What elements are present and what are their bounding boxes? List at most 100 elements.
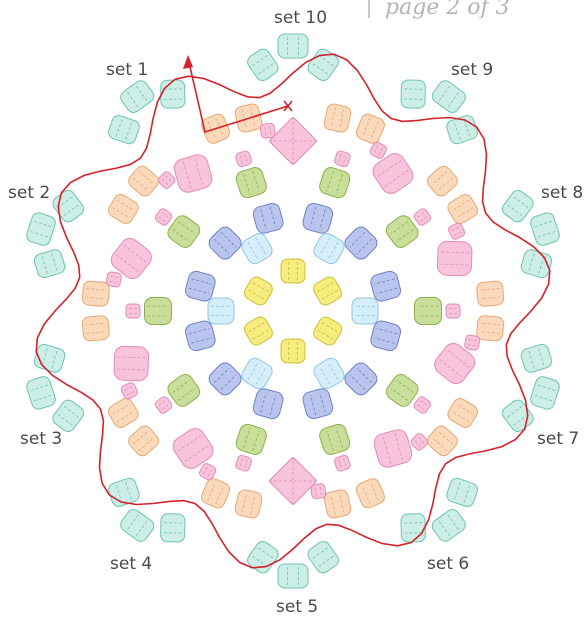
blue-bead: [369, 319, 402, 352]
teal-bead: [245, 46, 281, 83]
green-bead: [145, 298, 172, 325]
teal-bead: [500, 397, 536, 434]
pink-square: [172, 152, 214, 194]
teal-bead: [529, 211, 561, 247]
teal-bead: [107, 114, 141, 146]
orange-bead: [82, 281, 110, 307]
orange-bead: [476, 281, 504, 307]
teal-bead: [25, 211, 57, 247]
teal-bead: [118, 507, 156, 544]
blue-bead: [184, 270, 217, 303]
teal-bead: [25, 375, 57, 411]
teal-bead: [305, 46, 341, 83]
set-label-4: set 4: [110, 554, 152, 574]
thread-start-mark: [284, 101, 292, 111]
teal-bead: [430, 78, 468, 115]
set-label-3: set 3: [20, 429, 62, 449]
teal-bead: [245, 539, 281, 576]
blue-bead: [206, 360, 244, 398]
teal-bead: [529, 375, 561, 411]
orange-bead: [445, 192, 480, 226]
blue-bead: [252, 202, 285, 235]
blue-bead: [342, 360, 380, 398]
orange-bead: [323, 489, 352, 520]
yellow-bead: [281, 259, 305, 283]
green-bead: [415, 298, 442, 325]
yellow-bead: [281, 339, 305, 363]
teal-bead: [430, 507, 468, 544]
small-pink-bead: [334, 454, 352, 472]
light-blue-bead: [239, 231, 275, 267]
teal-bead: [50, 188, 86, 225]
set-label-1: set 1: [106, 60, 148, 80]
orange-bead: [476, 315, 504, 341]
set-label-9: set 9: [451, 60, 493, 80]
small-pink-bead: [447, 222, 466, 241]
orange-bead: [354, 112, 386, 145]
orange-bead: [106, 396, 141, 430]
small-pink-bead: [235, 150, 253, 168]
yellow-bead: [311, 315, 344, 348]
orange-bead: [354, 477, 386, 510]
small-pink-bead: [410, 432, 430, 452]
teal-bead: [445, 114, 479, 146]
light-blue-bead: [208, 298, 234, 324]
thread-arrowhead: [183, 55, 193, 69]
teal-bead: [445, 476, 479, 508]
small-pink-bead: [464, 334, 480, 350]
teal-bead: [520, 248, 554, 279]
small-pink-bead: [106, 271, 122, 287]
set-label-5: set 5: [276, 597, 318, 617]
blue-bead: [369, 270, 402, 303]
green-bead: [234, 166, 268, 200]
teal-bead: [401, 514, 425, 542]
set-labels: page 2 of 3 set 10 set 9 set 8 set 7 set…: [8, 0, 583, 617]
light-blue-bead: [352, 298, 378, 324]
orange-bead: [106, 192, 141, 226]
light-blue-bead: [311, 231, 347, 267]
small-pink-bead: [334, 150, 352, 168]
pink-square: [114, 346, 149, 381]
set-label-10: set 10: [274, 8, 327, 28]
blue-bead: [301, 387, 334, 420]
set-label-2: set 2: [8, 183, 50, 203]
small-pink-bead: [413, 207, 433, 227]
pink-square: [269, 117, 317, 165]
teal-bead: [278, 564, 308, 588]
teal-bead: [118, 78, 156, 115]
small-pink-bead: [154, 395, 174, 415]
set-label-8: set 8: [541, 183, 583, 203]
set-label-7: set 7: [537, 429, 579, 449]
light-blue-bead: [239, 356, 275, 392]
orange-bead: [234, 489, 263, 520]
orange-bead: [82, 315, 110, 341]
orange-bead: [425, 423, 460, 458]
teal-bead: [107, 476, 141, 508]
blue-bead: [184, 319, 217, 352]
green-bead: [318, 422, 352, 456]
blue-bead: [206, 224, 244, 262]
teal-bead: [278, 34, 308, 58]
small-pink-bead: [260, 123, 276, 139]
pink-square: [437, 241, 472, 276]
set-label-6: set 6: [427, 554, 469, 574]
orange-bead: [126, 164, 161, 199]
blue-bead: [301, 202, 334, 235]
orange-bead: [323, 103, 352, 134]
teal-bead: [500, 188, 536, 225]
pink-square: [372, 427, 414, 469]
small-pink-bead: [157, 170, 177, 190]
orange-bead: [445, 396, 480, 430]
pink-square: [269, 457, 317, 505]
teal-bead: [33, 343, 67, 374]
teal-bead: [33, 248, 67, 279]
small-pink-bead: [235, 454, 253, 472]
orange-bead: [199, 477, 231, 510]
green-bead: [318, 166, 352, 200]
orange-bead: [425, 164, 460, 199]
teal-bead: [161, 514, 185, 542]
teal-bead: [305, 539, 341, 576]
green-bead: [234, 422, 268, 456]
